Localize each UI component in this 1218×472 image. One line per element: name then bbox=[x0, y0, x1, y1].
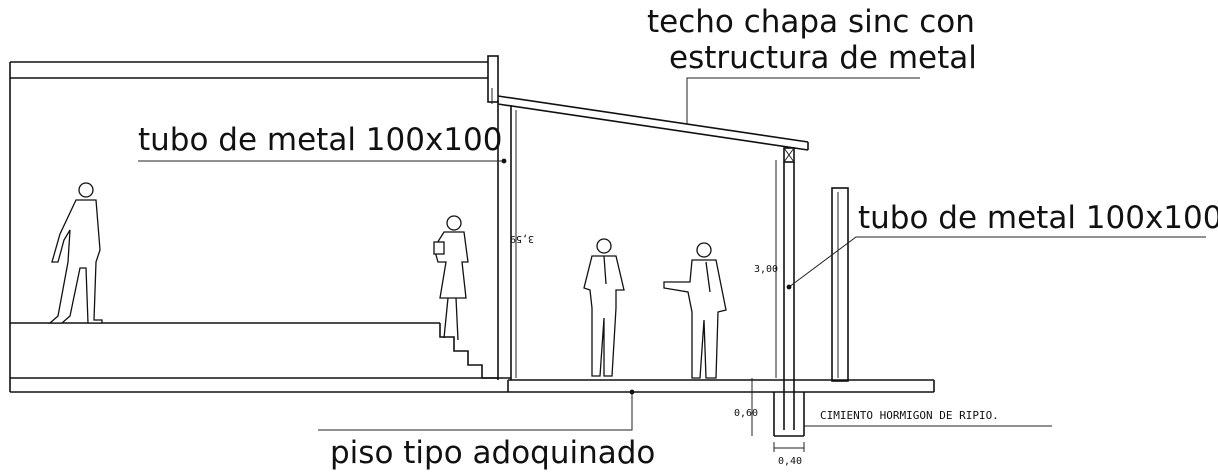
dim-foundation-width: 0,40 bbox=[778, 456, 802, 467]
floor-label: piso tipo adoquinado bbox=[330, 435, 655, 471]
sloped-roof bbox=[497, 95, 809, 151]
tube-left-label: tubo de metal 100x100 bbox=[138, 122, 502, 158]
foundation bbox=[751, 378, 1052, 452]
person-man-2 bbox=[663, 242, 727, 379]
dim-left-height: 3,59 bbox=[510, 233, 534, 244]
roof-label-line2: estructura de metal bbox=[669, 40, 977, 76]
leader-lines bbox=[138, 77, 1206, 431]
dimension-lines bbox=[515, 110, 777, 378]
upper-slab bbox=[9, 61, 488, 392]
left-column bbox=[487, 55, 512, 380]
stairs bbox=[10, 322, 498, 379]
dim-right-height: 3,00 bbox=[754, 264, 778, 275]
foundation-label: CIMIENTO HORMIGON DE RIPIO. bbox=[820, 409, 999, 422]
right-short-wall bbox=[831, 187, 849, 382]
roof-label-line1: techo chapa sinc con bbox=[647, 4, 975, 40]
floor bbox=[10, 377, 935, 393]
right-column bbox=[783, 147, 795, 430]
dim-foundation-depth: 0,60 bbox=[734, 408, 758, 419]
person-man-1 bbox=[583, 238, 625, 377]
person-woman bbox=[433, 215, 469, 341]
person-walking bbox=[48, 182, 103, 324]
tube-right-label: tubo de metal 100x100 bbox=[858, 200, 1218, 236]
